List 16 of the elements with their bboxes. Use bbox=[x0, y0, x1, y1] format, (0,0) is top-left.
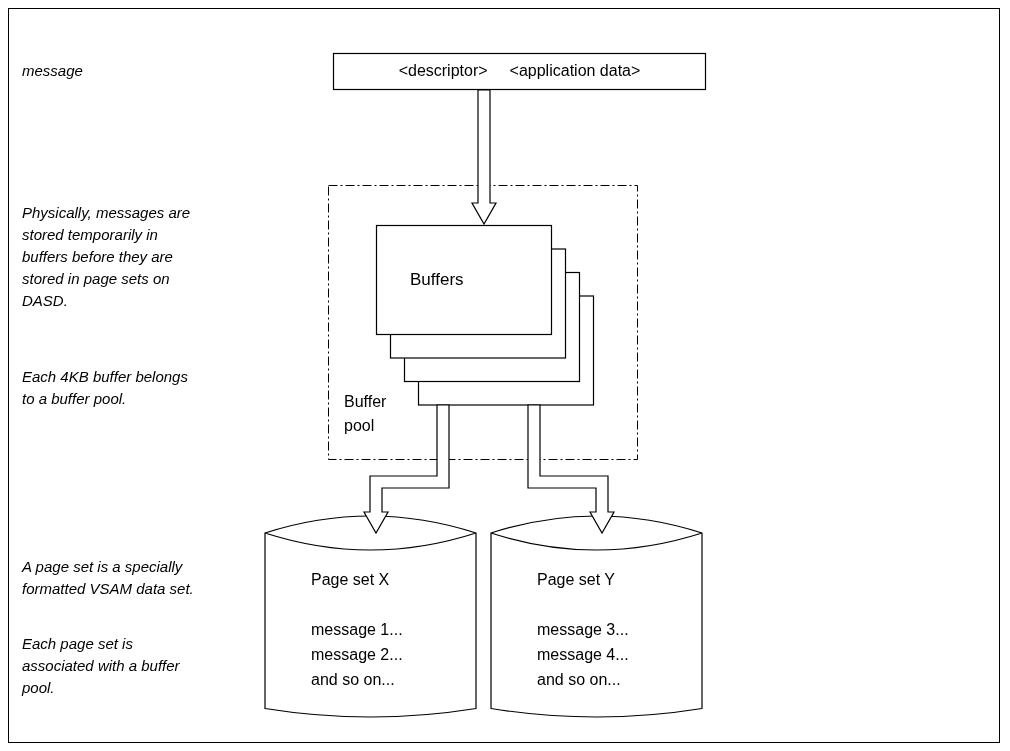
page-set-title: Page set Y bbox=[537, 570, 616, 590]
note-text: Each 4KB buffer belongs to a buffer pool. bbox=[22, 367, 189, 409]
block-arrow bbox=[527, 404, 616, 535]
message-part-label: <application data> bbox=[509, 61, 641, 81]
note-text: A page set is a specially formatted VSAM data set. bbox=[22, 557, 195, 599]
message-list: message 1... message 2... and so on... bbox=[311, 617, 421, 692]
buffers-label: Buffers bbox=[410, 269, 465, 291]
message-part-label: <descriptor> bbox=[398, 61, 488, 81]
message-list: message 3... message 4... and so on... bbox=[537, 617, 647, 692]
page-set-title: Page set X bbox=[311, 570, 391, 590]
block-arrow bbox=[362, 404, 450, 535]
buffer-pool-label: Buffer pool bbox=[344, 392, 388, 436]
block-arrow bbox=[470, 89, 498, 226]
note-text: Each page set is associated with a buffer pool. bbox=[22, 634, 181, 698]
note-text: Physically, messages are stored temporarily in buffers before they are stored in page sets on DASD. bbox=[22, 203, 192, 311]
row-caption: message bbox=[22, 61, 84, 81]
